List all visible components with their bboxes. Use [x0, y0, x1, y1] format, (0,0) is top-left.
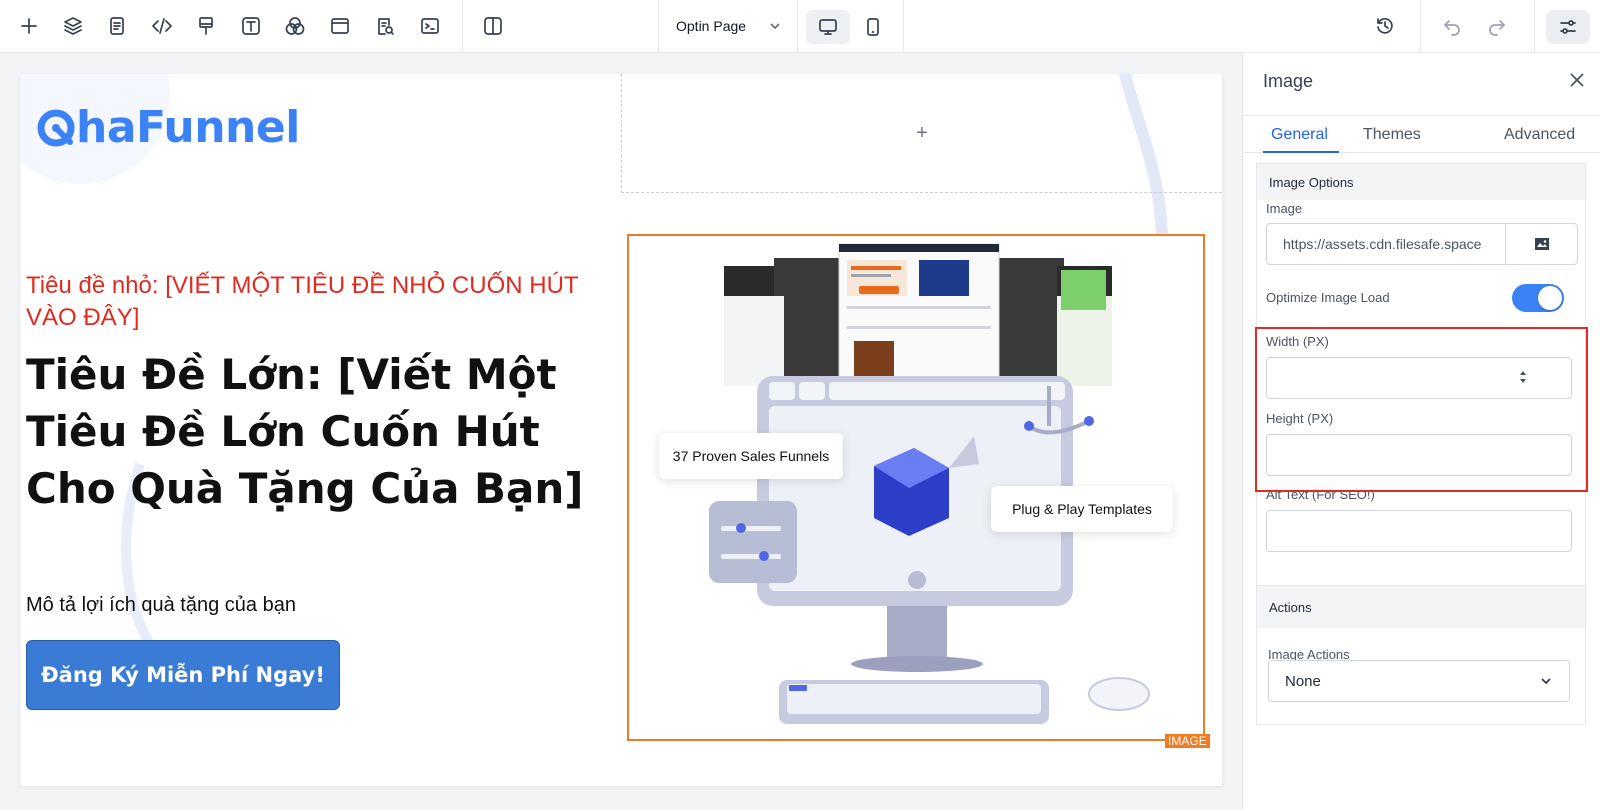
top-toolbar: Optin Page: [0, 0, 1600, 53]
logo-mark-icon: [37, 109, 75, 146]
sub-headline[interactable]: Tiêu đề nhỏ: [VIẾT MỘT TIÊU ĐỀ NHỎ CUỐN …: [26, 272, 579, 331]
tab-general[interactable]: General: [1271, 126, 1328, 143]
alt-text-input[interactable]: [1266, 510, 1572, 552]
properties-panel: Image General Themes Advanced Image Opti…: [1242, 53, 1600, 810]
toolbar-divider: [797, 0, 798, 52]
logo-text: haFunnel: [76, 102, 300, 153]
brush-icon[interactable]: [190, 10, 222, 42]
terminal-icon[interactable]: [414, 10, 446, 42]
search-doc-icon[interactable]: [369, 10, 401, 42]
image-url-label: Image: [1266, 201, 1303, 216]
toolbar-divider: [462, 0, 463, 52]
callout-templates: Plug & Play Templates: [991, 486, 1173, 532]
redo-icon[interactable]: [1481, 10, 1513, 42]
desktop-view-button[interactable]: [806, 10, 850, 44]
image-actions-select[interactable]: None: [1268, 660, 1570, 702]
mobile-view-button[interactable]: [857, 10, 889, 44]
split-view-icon[interactable]: [477, 10, 509, 42]
tab-advanced[interactable]: Advanced: [1504, 126, 1576, 143]
blend-icon[interactable]: [279, 10, 311, 42]
page-selector-label: Optin Page: [676, 18, 747, 34]
chevron-down-icon: [1541, 678, 1551, 685]
selected-image-element[interactable]: 37 Proven Sales Funnels Plug & Play Temp…: [627, 234, 1205, 741]
image-actions-label: Image Actions: [1268, 647, 1350, 662]
code-icon[interactable]: [146, 10, 178, 42]
undo-icon[interactable]: [1436, 10, 1468, 42]
toolbar-divider: [1534, 0, 1535, 52]
mobile-icon: [867, 18, 879, 36]
panel-title: Image: [1263, 71, 1314, 91]
page-selector[interactable]: Optin Page: [660, 10, 786, 42]
toolbar-divider: [903, 0, 904, 52]
brand-logo: haFunnel: [36, 102, 300, 153]
toolbar-divider: [658, 0, 659, 52]
optimize-image-label: Optimize Image Load: [1266, 290, 1390, 305]
active-tab-indicator: [1263, 151, 1339, 153]
close-icon[interactable]: [1568, 71, 1588, 91]
actions-header: Actions: [1257, 586, 1585, 628]
image-actions-value: None: [1285, 672, 1321, 690]
image-options-header: Image Options: [1257, 164, 1585, 200]
callout-funnels: 37 Proven Sales Funnels: [659, 433, 843, 479]
panel-tabs: General Themes Advanced: [1243, 115, 1600, 153]
height-label: Height (PX): [1266, 411, 1334, 426]
add-icon[interactable]: [13, 10, 45, 42]
settings-sliders-button[interactable]: [1546, 10, 1590, 44]
text-icon[interactable]: [235, 10, 267, 42]
chevron-down-icon: [770, 23, 780, 30]
main-headline[interactable]: Tiêu Đề Lớn: [Viết Một Tiêu Đề Lớn Cuốn …: [26, 350, 584, 513]
image-url-input[interactable]: https://assets.cdn.filesafe.space: [1266, 223, 1506, 265]
history-icon[interactable]: [1369, 10, 1401, 42]
image-picker-button[interactable]: [1506, 223, 1578, 265]
layers-icon[interactable]: [57, 10, 89, 42]
settings-sliders-icon: [1560, 20, 1576, 34]
optimize-image-toggle[interactable]: [1512, 284, 1564, 312]
dimension-fields-highlight: [1255, 327, 1588, 492]
gift-description[interactable]: Mô tả lợi ích quà tặng của bạn: [26, 594, 296, 616]
number-stepper-icon[interactable]: [1518, 367, 1528, 387]
empty-column-drop-zone[interactable]: +: [621, 74, 1222, 193]
layout-icon[interactable]: [324, 10, 356, 42]
toolbar-divider: [1420, 0, 1421, 52]
height-input[interactable]: [1266, 434, 1572, 476]
tab-themes[interactable]: Themes: [1363, 126, 1421, 143]
add-element-icon[interactable]: +: [916, 121, 928, 144]
image-icon: [1534, 238, 1549, 250]
page-canvas: haFunnel + Tiêu đề nhỏ: [VIẾT MỘT TIÊU Đ…: [20, 74, 1222, 786]
toggle-knob: [1538, 286, 1562, 310]
pages-icon[interactable]: [101, 10, 133, 42]
width-input[interactable]: [1266, 357, 1572, 399]
signup-cta-button[interactable]: Đăng Ký Miễn Phí Ngay!: [26, 640, 340, 710]
desktop-icon: [819, 19, 837, 35]
element-type-tag: IMAGE: [1165, 734, 1210, 748]
width-label: Width (PX): [1266, 334, 1329, 349]
